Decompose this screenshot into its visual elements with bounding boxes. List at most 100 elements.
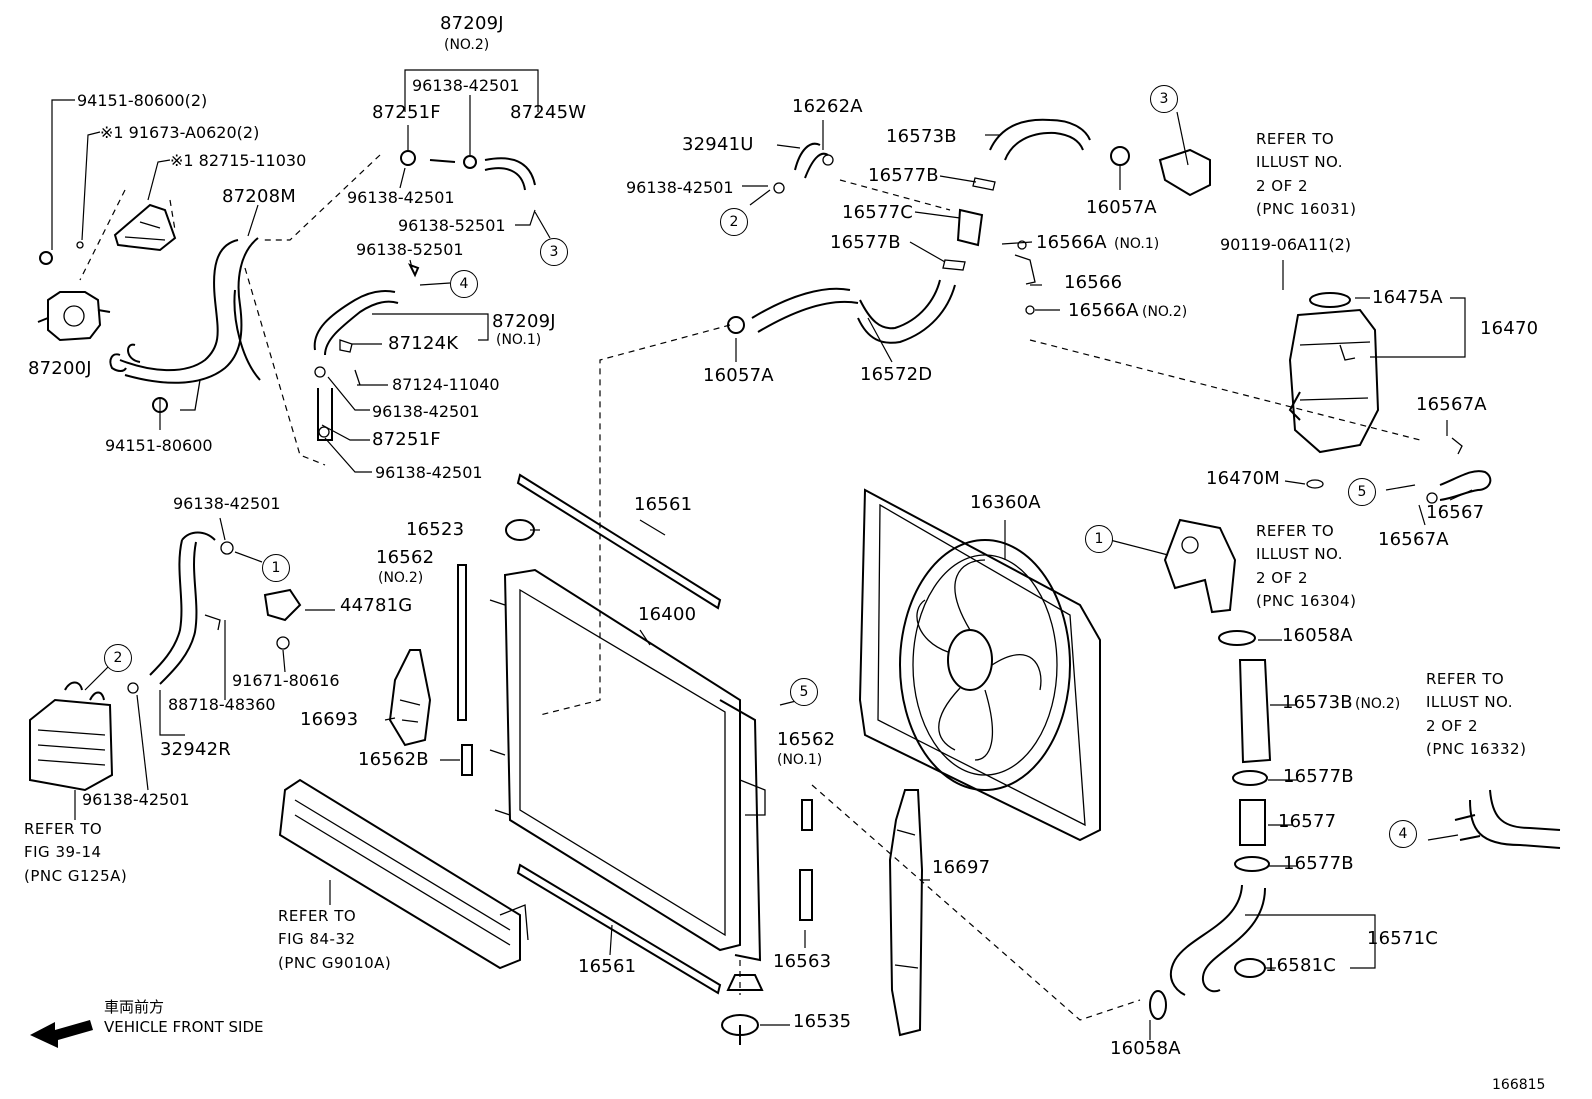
oil-cooler [29,681,114,792]
part-label: 16581C [1265,955,1337,976]
part-label: 87251F [372,102,441,123]
reference-note-16031: REFER TO ILLUST NO. 2 OF 2 (PNC 16031) [1256,128,1356,221]
part-label-sub: (NO.1) [777,752,823,768]
dashed-lines [79,154,1421,1021]
part-label: 16563 [773,951,832,972]
water-valve-assembly [37,203,177,342]
part-label: 16571C [1367,928,1439,949]
part-label-sub: (NO.2) [444,37,490,53]
part-label: 16566A [1068,300,1139,321]
reference-line: (PNC 16332) [1426,739,1527,758]
part-label: 16535 [793,1011,852,1032]
part-label: 16572D [860,364,933,385]
radiator [489,568,766,1045]
part-label: 16523 [406,519,465,540]
part-label: 16567A [1416,394,1487,415]
reference-line: ILLUST NO. [1256,545,1344,564]
part-label: 16567 [1426,502,1485,523]
side-panel-16697 [888,789,924,1037]
reference-line: FIG 39-14 [24,843,102,862]
part-label: 44781G [340,595,413,616]
reference-line: ILLUST NO. [1256,153,1344,172]
leader-lines [51,69,1473,1040]
part-label: 96138-42501 [375,463,483,482]
part-label: 87209J [440,13,504,34]
part-label: 96138-52501 [356,240,464,259]
part-label: 16475A [1372,287,1443,308]
part-label: 16577B [1283,853,1354,874]
vehicle-front-en: VEHICLE FRONT SIDE [104,1018,264,1036]
callout-3: 3 [1150,85,1178,113]
reference-line: REFER TO [1256,522,1335,540]
part-label: ※1 82715-11030 [170,151,307,170]
fan-shroud [858,488,1101,842]
part-label-sub: (NO.2) [378,570,424,586]
part-label: 16360A [970,492,1041,513]
part-label: 87208M [222,186,296,207]
upper-radiator-hose [727,118,1211,344]
part-label: 16577B [1283,766,1354,787]
callout-1: 1 [1085,525,1113,553]
part-label: 16058A [1110,1038,1181,1059]
part-label: 16400 [638,604,697,625]
callout-4: 4 [450,270,478,298]
part-label: 96138-42501 [412,76,520,95]
part-label: 16561 [634,494,693,515]
part-label: 16057A [1086,197,1157,218]
reference-line: (PNC 16304) [1256,591,1357,610]
part-label: 16566 [1064,272,1123,293]
part-label: 32942R [160,739,231,760]
reference-line: REFER TO [1426,670,1505,688]
part-label: 16577C [842,202,914,223]
reference-note-16304: REFER TO ILLUST NO. 2 OF 2 (PNC 16304) [1256,520,1356,613]
bracket-16693 [388,649,432,747]
part-label-sub: (NO.2) [1355,696,1401,712]
part-label: 87251F [372,429,441,450]
reference-line: REFER TO [1256,130,1335,148]
part-label: 96138-42501 [372,402,480,421]
part-label: 16262A [792,96,863,117]
part-label: 87209J [492,311,556,332]
part-label: 87124K [388,333,459,354]
part-label: 16470 [1480,318,1539,339]
part-label: 16470M [1206,468,1280,489]
part-label: 16693 [300,709,359,730]
part-label: 16577 [1278,811,1337,832]
part-label: 94151-80600(2) [77,91,208,110]
part-label: 87200J [28,358,92,379]
part-label: 87124-11040 [392,375,500,394]
diagram-id: 166815 [1492,1077,1546,1093]
part-label: 16573B [886,126,957,147]
reference-line: REFER TO [278,907,357,925]
part-label: 87245W [510,102,587,123]
reference-line: 2 OF 2 [1426,716,1479,735]
callout-5: 5 [790,678,818,706]
callout-1: 1 [262,554,290,582]
lower-hose-assembly [1149,518,1561,1020]
reference-line: (PNC 16031) [1256,199,1357,218]
vehicle-front-jp: 車両前方 [104,998,165,1016]
callout-2: 2 [104,644,132,672]
part-label: 96138-52501 [398,216,506,235]
heater-pipe-87208M [109,237,261,413]
intercooler [278,778,529,970]
part-label: 16577B [830,232,901,253]
part-label: 16561 [578,956,637,977]
reference-line: (PNC G9010A) [278,953,392,972]
hoses-87209J [313,150,536,441]
part-label: 96138-42501 [173,494,281,513]
part-label: 16573B [1282,692,1353,713]
front-arrow [30,1020,93,1048]
left-hoses [127,531,302,694]
callout-2: 2 [720,208,748,236]
part-label-sub: (NO.1) [1114,236,1160,252]
part-label: 16562 [376,547,435,568]
part-label: 16577B [868,165,939,186]
seals [457,473,813,995]
part-label: 16562 [777,729,836,750]
reference-line: 2 OF 2 [1256,568,1309,587]
callout-5: 5 [1348,478,1376,506]
part-label: 94151-80600 [105,436,213,455]
part-label: 96138-42501 [626,178,734,197]
